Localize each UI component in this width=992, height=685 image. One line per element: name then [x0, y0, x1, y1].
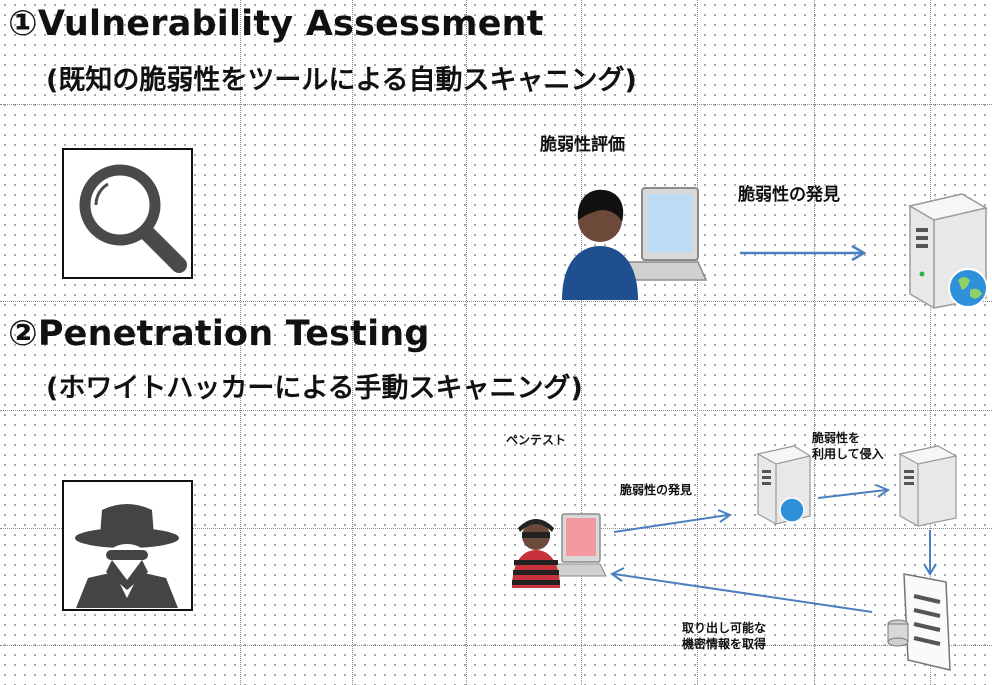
confidential-data-icon — [887, 573, 951, 671]
web-server-icon-2 — [756, 445, 812, 525]
exploit-label-line1: 脆弱性を — [812, 431, 861, 445]
penetration-testing-subtitle: (ホワイトハッカーによる手動スキャニング) — [46, 373, 583, 404]
pentest-actor-label: ペンテスト — [506, 433, 567, 447]
vulnerability-assessment-title: ①Vulnerability Assessment — [8, 4, 544, 44]
arrow-to-server-2 — [613, 509, 733, 533]
penetration-testing-title: ②Penetration Testing — [8, 314, 430, 354]
analyst-at-laptop-icon — [562, 187, 708, 300]
spy-icon — [75, 504, 179, 608]
web-server-icon — [907, 193, 989, 309]
arrow-to-server-1 — [740, 244, 867, 262]
evaluator-label: 脆弱性評価 — [540, 135, 625, 155]
hacker-at-laptop-icon — [512, 513, 607, 588]
arrow-down-to-data — [923, 530, 937, 576]
magnifier-icon — [79, 164, 187, 273]
magnifier-icon-box — [62, 148, 193, 279]
exfil-label-line2: 機密情報を取得 — [682, 637, 767, 651]
exfil-label-line1: 取り出し可能な — [682, 621, 767, 635]
vulnerability-assessment-subtitle: (既知の脆弱性をツールによる自動スキャニング) — [46, 65, 637, 96]
arrow-to-server-3 — [817, 484, 891, 499]
finding-label-1: 脆弱性の発見 — [738, 185, 840, 205]
spy-icon-box — [62, 480, 193, 611]
exploit-label-line2: 利用して侵入 — [812, 447, 884, 461]
finding-label-2: 脆弱性の発見 — [620, 483, 693, 497]
arrow-back-to-hacker — [610, 567, 873, 613]
internal-server-icon — [898, 445, 958, 527]
